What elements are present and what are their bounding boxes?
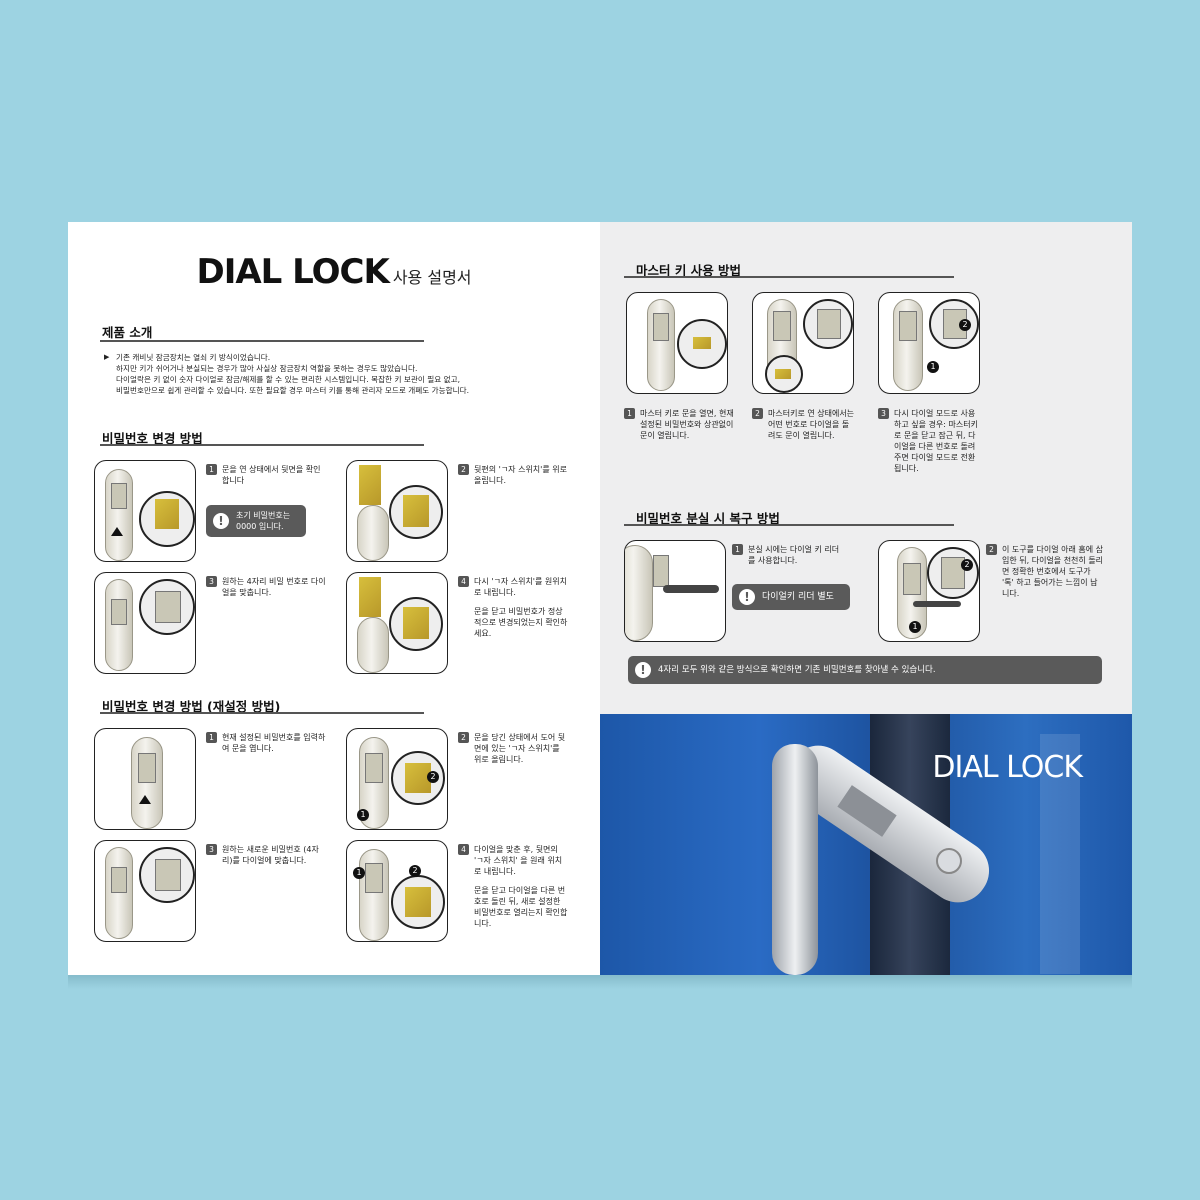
illustration-master-3: 1 2 [878, 292, 980, 394]
intro-rule [100, 340, 424, 342]
product-photo: DIAL LOCK [600, 714, 1132, 975]
number-1-icon: 1 [927, 361, 939, 373]
reset-heading: 비밀번호 변경 방법 (재설정 방법) [102, 699, 281, 714]
handle-plate [772, 744, 818, 975]
keyhole [936, 848, 962, 874]
illustration-reset-3 [94, 840, 196, 942]
change-heading: 비밀번호 변경 방법 [102, 431, 203, 446]
intro-line: 기존 캐비닛 잠금장치는 열쇠 키 방식이었습니다. [116, 353, 271, 362]
page-shadow [68, 975, 1132, 989]
bottom-note: !4자리 모두 위와 같은 방식으로 확인하면 기존 비밀번호를 찾아낼 수 있… [628, 656, 1102, 684]
photo-title: DIAL LOCK [932, 750, 1083, 785]
number-1-icon: 1 [353, 867, 365, 879]
illustration-change-3 [94, 572, 196, 674]
exclamation-icon: ! [739, 589, 755, 605]
exclamation-icon: ! [635, 662, 651, 678]
key-reader-tool [663, 585, 719, 593]
illustration-reset-1 [94, 728, 196, 830]
key-reader-note: !다이얼키 리더 별도 [732, 584, 850, 610]
illustration-change-1 [94, 460, 196, 562]
illustration-lost-2: 1 2 [878, 540, 980, 642]
change-rule [100, 444, 424, 446]
bullet-icon: ▶ [104, 353, 110, 361]
key-reader-tool [913, 601, 961, 607]
illustration-master-2 [752, 292, 854, 394]
intro-line: 다이얼락은 키 없이 숫자 다이얼로 잠금/해제를 할 수 있는 편리한 시스템… [116, 375, 460, 384]
master-rule [624, 276, 954, 278]
title-main: DIAL LOCK [196, 252, 389, 292]
exclamation-icon: ! [213, 513, 229, 529]
number-1-icon: 1 [357, 809, 369, 821]
illustration-reset-4: 1 2 [346, 840, 448, 942]
master-heading: 마스터 키 사용 방법 [636, 263, 742, 278]
number-2-icon: 2 [409, 865, 421, 877]
illustration-lost-1 [624, 540, 726, 642]
arrow-up-icon [111, 527, 123, 536]
number-2-icon: 2 [959, 319, 971, 331]
lost-rule [624, 524, 954, 526]
intro-text: ▶ 기존 캐비닛 잠금장치는 열쇠 키 방식이었습니다. 하지만 키가 쉬어거나… [104, 352, 574, 396]
intro-line: 비밀번호만으로 쉽게 관리할 수 있습니다. 또한 필요할 경우 마스터 키를 … [116, 386, 469, 395]
intro-heading: 제품 소개 [102, 325, 153, 340]
reset-rule [100, 712, 424, 714]
title-sub: 사용 설명서 [392, 268, 472, 287]
illustration-reset-2: 1 2 [346, 728, 448, 830]
lost-heading: 비밀번호 분실 시 복구 방법 [636, 511, 780, 526]
initial-password-note: !초기 비밀번호는 0000 입니다. [206, 505, 306, 537]
illustration-master-1 [626, 292, 728, 394]
arrow-up-icon [139, 795, 151, 804]
number-1-icon: 1 [909, 621, 921, 633]
illustration-change-2 [346, 460, 448, 562]
number-2-icon: 2 [427, 771, 439, 783]
intro-line: 하지만 키가 쉬어거나 분실되는 경우가 많아 사실상 잠금장치 역할을 못하는… [116, 364, 418, 373]
illustration-change-4 [346, 572, 448, 674]
number-2-icon: 2 [961, 559, 973, 571]
